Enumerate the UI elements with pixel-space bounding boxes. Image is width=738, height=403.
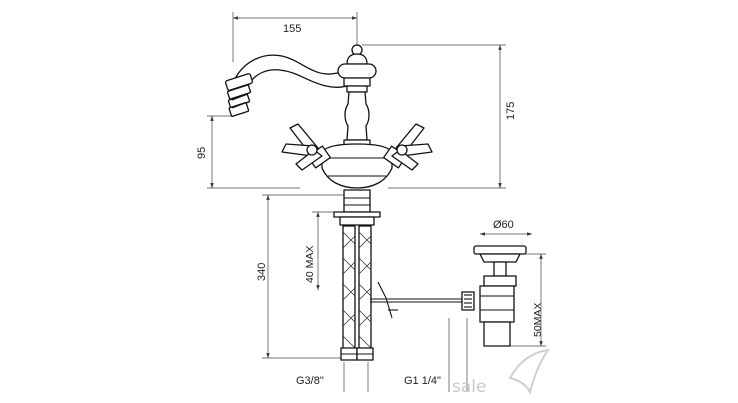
left-handle xyxy=(281,123,332,171)
dim-spout-height: 95 xyxy=(196,147,208,159)
dim-waste-thread: G1 1/4" xyxy=(404,375,441,387)
aerator xyxy=(224,73,254,117)
pop-up-waste xyxy=(370,245,527,347)
faucet-body xyxy=(224,44,433,189)
mounting-assembly xyxy=(333,189,381,226)
dim-waste-max: 50MAX xyxy=(532,303,544,337)
watermark-text: sale xyxy=(452,377,486,397)
dim-hose-length: 340 xyxy=(256,263,268,281)
hoses xyxy=(340,225,374,361)
watermark: sale xyxy=(452,348,551,397)
dim-hose-thread: G3/8" xyxy=(296,375,324,387)
dimension-labels: 155 175 95 340 40 MAX G3/8" G1 1/4" Ø60 … xyxy=(196,23,544,387)
watermark-logo-icon xyxy=(508,348,551,395)
dim-total-height: 175 xyxy=(505,102,517,120)
dim-waste-diameter: Ø60 xyxy=(493,219,514,231)
dimension-lines xyxy=(207,12,546,392)
dim-max-thickness: 40 MAX xyxy=(304,246,316,283)
right-handle xyxy=(382,123,433,171)
dim-top-width: 155 xyxy=(283,23,301,35)
